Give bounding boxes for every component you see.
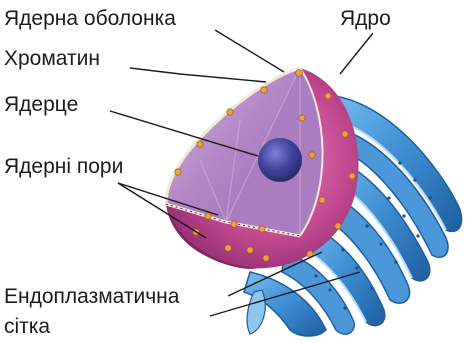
label-nucleus: Ядро [340,8,391,29]
label-nuclear-pores: Ядерні пори [4,156,123,177]
nucleolus [258,138,302,182]
label-nucleolus: Ядерце [4,94,78,115]
label-er-line1: Ендоплазматична [4,286,179,307]
leader-chromatin [130,68,266,82]
label-chromatin: Хроматин [4,48,100,69]
leader-nuclear-envelope [215,30,284,72]
label-er-line2: сітка [4,316,50,337]
leader-nucleus [340,33,373,74]
label-nuclear-envelope: Ядерна оболонка [4,8,176,29]
